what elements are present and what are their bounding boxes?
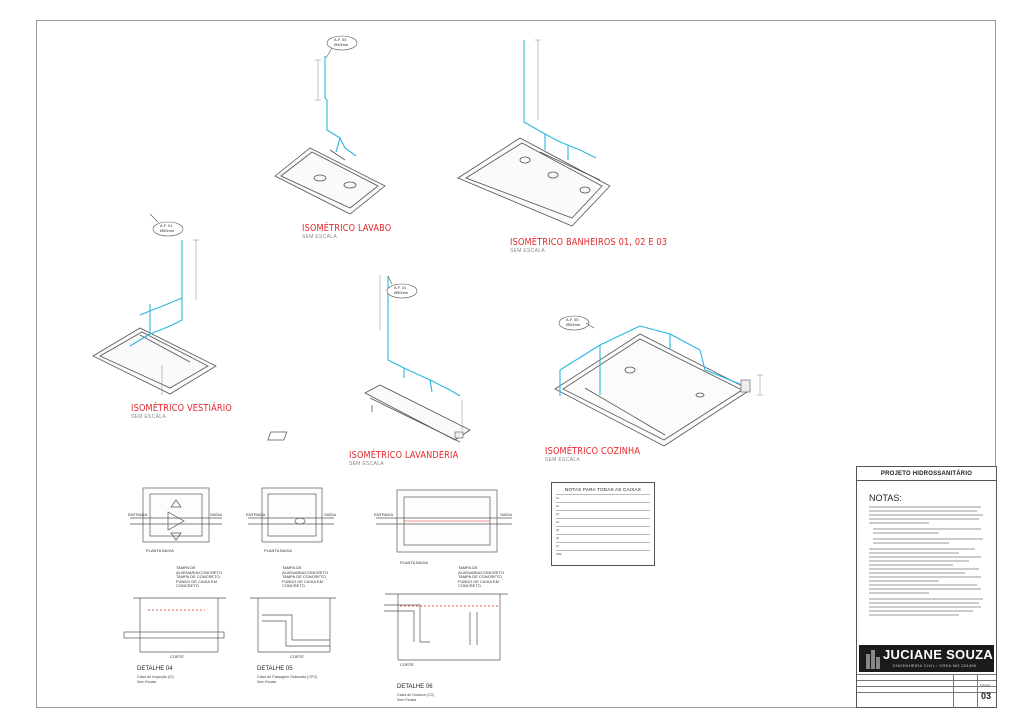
d04-scale: Sem Escala — [137, 680, 157, 684]
notes-box-item: 05 - — [556, 529, 561, 532]
vestiario-tag: A.F. 01 — [160, 223, 173, 228]
d05-title: DETALHE 05 — [257, 666, 293, 672]
notes-box-item: 02 - — [556, 505, 561, 508]
notes-box: NOTAS PARA TODAS AS CAIXAS 01 - 02 - 03 … — [551, 482, 655, 566]
building-icon — [866, 650, 880, 669]
banheiros-scale: SEM ESCALA — [510, 248, 545, 254]
lavanderia-tag: A.F. 01 — [394, 285, 407, 290]
d05-scale: Sem Escala — [257, 680, 277, 684]
notes-box-item: 01 - — [556, 497, 561, 500]
d05-plan-label: PLANTA BAIXA — [264, 548, 292, 553]
cozinha-floor — [554, 333, 751, 447]
lavabo-tag: A.F. 04 — [334, 37, 347, 42]
vestiario-title: ISOMÉTRICO VESTIÁRIO — [131, 403, 232, 414]
d04-cut: CORTE — [170, 654, 184, 659]
d06-scale: Sem Escala — [397, 698, 417, 702]
sheet-number: 03 — [980, 691, 991, 701]
d06-entrada: ENTRADA — [374, 512, 394, 517]
company-name: JUCIANE SOUZA — [883, 647, 994, 662]
vestiario-floor — [92, 327, 217, 395]
project-title: PROJETO HIDROSSANITÁRIO — [857, 467, 996, 481]
notes-box-item: 06 - — [556, 537, 561, 540]
lavabo-diameter: Ø40mm — [334, 42, 349, 47]
sheet-frame — [36, 20, 996, 708]
lavanderia-title: ISOMÉTRICO LAVANDERIA — [349, 450, 459, 461]
banheiros-title: ISOMÉTRICO BANHEIROS 01, 02 E 03 — [510, 237, 668, 248]
notes-box-item: 07 - — [556, 545, 561, 548]
d05-entrada: ENTRADA — [246, 512, 266, 517]
cozinha-tag: A.F. 05 — [566, 317, 579, 322]
d06-title: DETALHE 06 — [397, 684, 433, 690]
notes-box-title: NOTAS PARA TODAS AS CAIXAS — [564, 487, 642, 492]
d06-desc: Caixa de Gordura (CG) — [397, 693, 435, 697]
notes-box-item: 04 - — [556, 521, 561, 524]
lavabo-title: ISOMÉTRICO LAVABO — [302, 223, 392, 234]
d06-cut: CORTE — [400, 662, 414, 667]
notes-box-item: OBS: — [556, 553, 562, 556]
lavanderia-floor — [267, 384, 471, 443]
cozinha-diameter: Ø50mm — [566, 322, 581, 327]
vestiario-scale: SEM ESCALA — [131, 414, 166, 420]
cozinha-scale: SEM ESCALA — [545, 457, 580, 463]
d06-note: TAMPA DE ALVENARIA/CONCRETO TAMPA DE CON… — [458, 565, 505, 588]
lavanderia-diameter: Ø50mm — [394, 290, 409, 295]
d05-saida: SAÍDA — [324, 512, 337, 517]
d05-desc: Caixa de Passagem Ordenada (CPO) — [257, 675, 318, 679]
notes-heading: NOTAS: — [869, 493, 902, 503]
cozinha-title: ISOMÉTRICO COZINHA — [545, 446, 641, 457]
d06-saida: SAÍDA — [500, 512, 513, 517]
d04-saida: SAÍDA — [210, 512, 223, 517]
d04-entrada: ENTRADA — [128, 512, 148, 517]
banheiros-floor — [457, 137, 611, 227]
lavabo-floor — [274, 147, 386, 215]
d05-cut: CORTE — [290, 654, 304, 659]
d04-note: TAMPA DE ALVENARIA/CONCRETO TAMPA DE CON… — [176, 565, 223, 588]
d04-title: DETALHE 04 — [137, 666, 173, 672]
d06-plan-label: PLANTA BAIXA — [400, 560, 428, 565]
lavabo-scale: SEM ESCALA — [302, 234, 337, 240]
title-block: PROJETO HIDROSSANITÁRIO NOTAS: — [856, 466, 997, 708]
notes-box-item: 03 - — [556, 513, 561, 516]
vestiario-diameter: Ø50mm — [160, 228, 175, 233]
company-logo: JUCIANE SOUZA ENGENHEIRA CIVIL / CREA MG… — [859, 645, 994, 672]
lavanderia-scale: SEM ESCALA — [349, 461, 384, 467]
company-role: ENGENHEIRA CIVIL / CREA MG 224496 — [893, 663, 977, 668]
d05-note: TAMPA DE ALVENARIA/CONCRETO TAMPA DE CON… — [282, 565, 329, 588]
d04-desc: Caixa de Inspeção (CI) — [137, 675, 174, 679]
d04-plan-label: PLANTA BAIXA — [146, 548, 174, 553]
sheet-label: FOLHA — [979, 683, 990, 687]
notes-text-lines — [869, 506, 983, 616]
